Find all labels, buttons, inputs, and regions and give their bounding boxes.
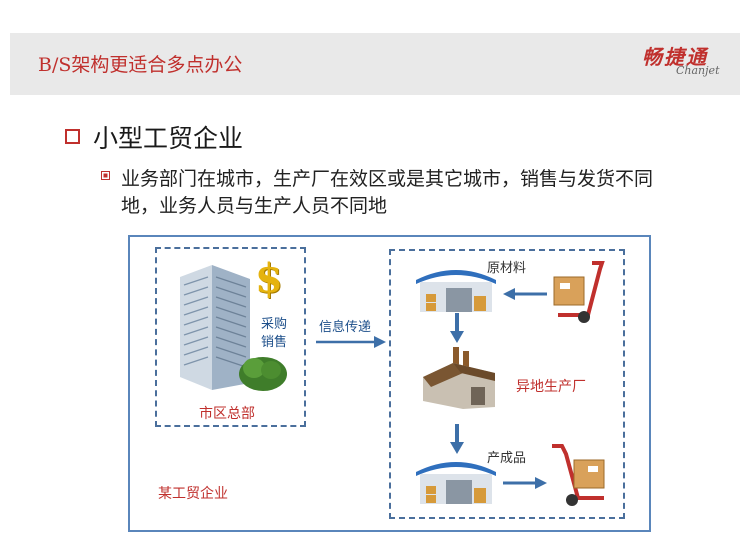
down-arrow-1-icon bbox=[450, 313, 464, 343]
outbound-arrow-icon bbox=[503, 477, 547, 489]
remote-site-dashed-box bbox=[389, 249, 625, 519]
company-label: 某工贸企业 bbox=[158, 486, 228, 502]
factory-label: 异地生产厂 bbox=[516, 379, 586, 395]
hq-dashed-box bbox=[155, 247, 306, 427]
finished-goods-label: 产成品 bbox=[487, 451, 527, 466]
dollar-sign-icon: $ bbox=[255, 255, 283, 302]
raw-material-label: 原材料 bbox=[487, 261, 527, 276]
sales-label: 销售 bbox=[261, 335, 288, 350]
info-transfer-label: 信息传递 bbox=[319, 320, 372, 335]
warehouse-raw-material-icon bbox=[416, 270, 496, 312]
warehouse-finished-goods-icon bbox=[416, 462, 496, 504]
tree-icon bbox=[239, 357, 287, 391]
square-bullet-icon bbox=[65, 129, 80, 144]
description-line-1: 业务部门在城市，生产厂在效区或是其它城市，销售与发货不同 bbox=[121, 168, 654, 190]
hand-truck-box-outbound-icon bbox=[552, 444, 605, 506]
sub-bullet-icon bbox=[101, 171, 110, 180]
hand-truck-box-icon bbox=[553, 261, 605, 323]
down-arrow-2-icon bbox=[450, 424, 464, 454]
info-transfer-arrow-icon bbox=[316, 336, 386, 348]
factory-icon bbox=[423, 347, 495, 409]
diagram-frame bbox=[128, 235, 651, 532]
brand-logo-text: 畅捷通 bbox=[642, 45, 708, 69]
section-heading: 小型工贸企业 bbox=[93, 124, 244, 153]
brand-logo-subtext: Chanjet bbox=[676, 64, 720, 77]
hq-label: 市区总部 bbox=[199, 406, 255, 422]
header-band bbox=[10, 33, 740, 95]
office-building-icon bbox=[180, 265, 250, 390]
description-line-2: 地，业务人员与生产人员不同地 bbox=[121, 195, 388, 217]
inbound-arrow-icon bbox=[503, 288, 547, 300]
slide-title: B/S架构更适合多点办公 bbox=[38, 54, 243, 76]
purchase-label: 采购 bbox=[261, 317, 288, 332]
